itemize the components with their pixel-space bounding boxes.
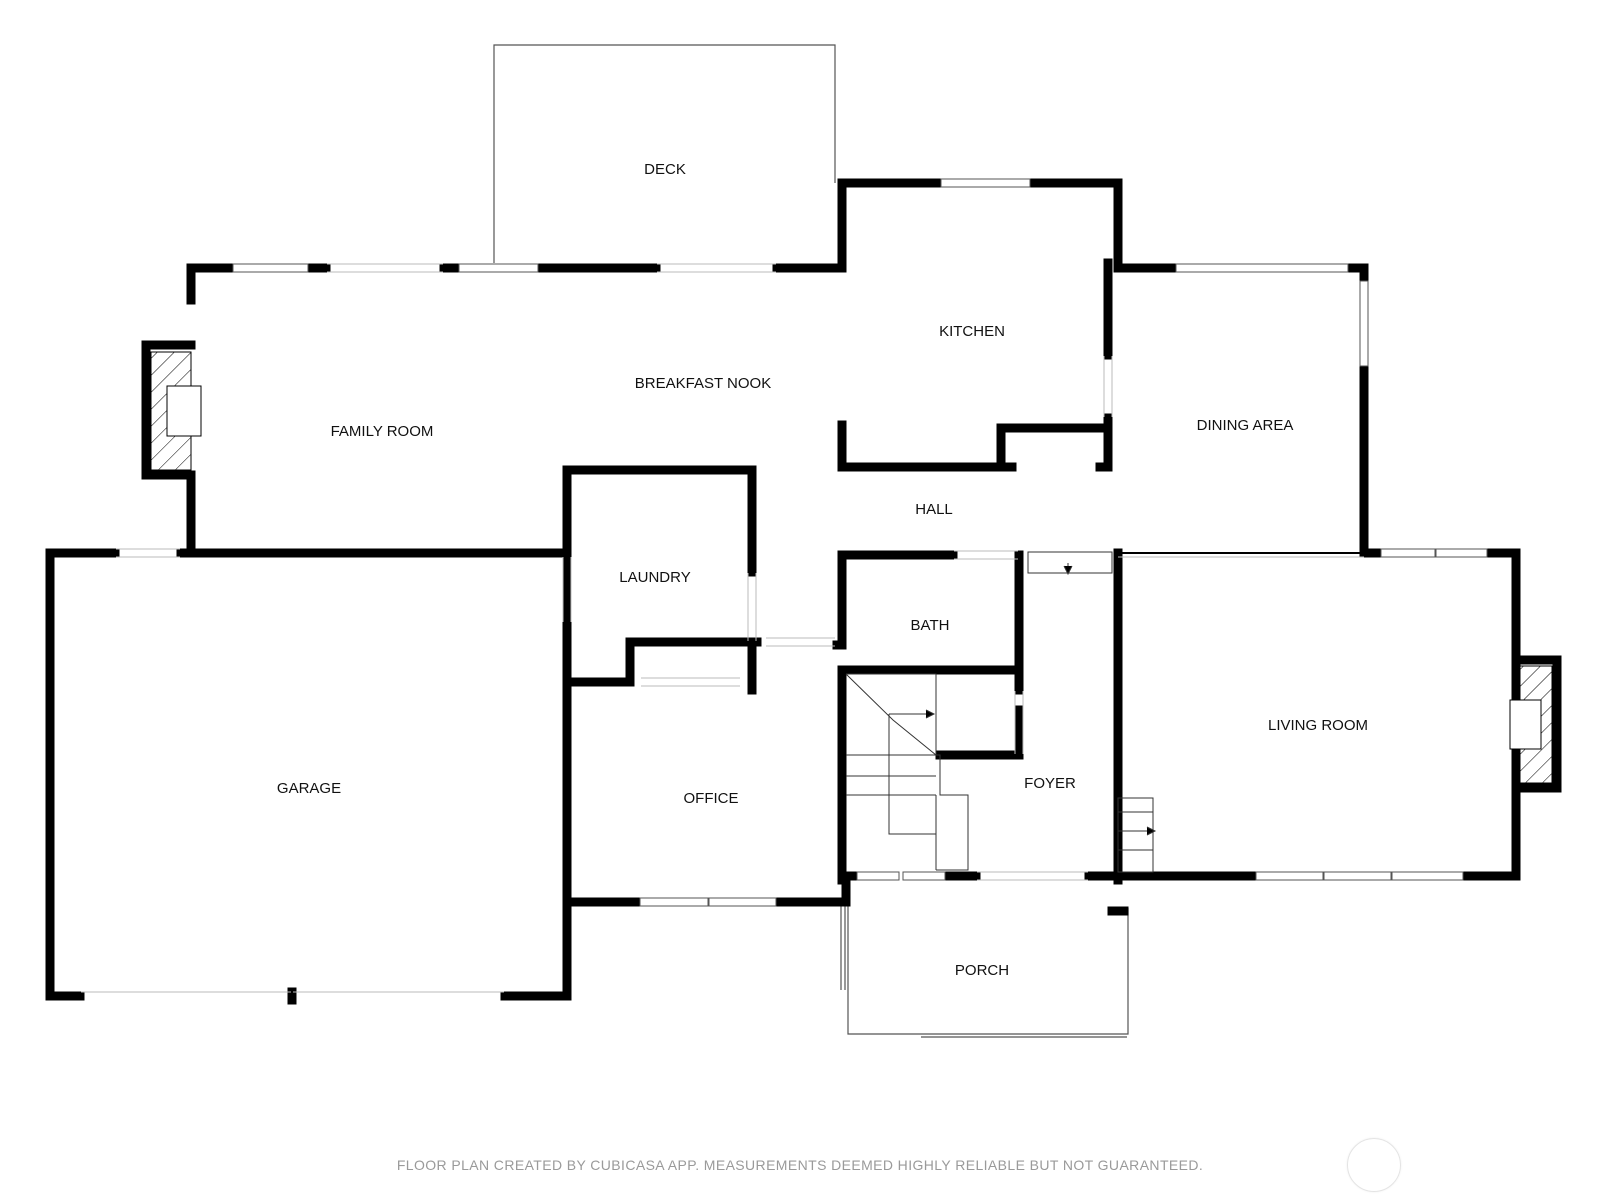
stairs <box>845 673 969 871</box>
room-label-laundry: LAUNDRY <box>619 569 690 586</box>
windows <box>232 178 1488 907</box>
room-label-porch: PORCH <box>955 962 1009 979</box>
openings <box>81 263 1364 993</box>
entry-steps <box>1027 551 1157 873</box>
room-label-bath: BATH <box>911 617 950 634</box>
room-label-hall: HALL <box>915 501 953 518</box>
room-label-deck: DECK <box>644 161 686 178</box>
disclaimer-text: FLOOR PLAN CREATED BY CUBICASA APP. MEAS… <box>396 1157 1204 1173</box>
room-label-office: OFFICE <box>684 790 739 807</box>
room-label-breakfast-nook: BREAKFAST NOOK <box>635 375 771 392</box>
deck-outline <box>493 44 836 263</box>
fireplace-left <box>150 351 202 471</box>
room-label-family-room: FAMILY ROOM <box>331 423 434 440</box>
room-label-kitchen: KITCHEN <box>939 323 1005 340</box>
porch-outline <box>840 883 1129 1038</box>
room-label-living-room: LIVING ROOM <box>1268 717 1368 734</box>
compass-icon <box>1347 1138 1401 1192</box>
fireplace-right <box>1509 665 1553 784</box>
room-label-dining-area: DINING AREA <box>1197 417 1294 434</box>
room-label-foyer: FOYER <box>1024 775 1076 792</box>
room-label-garage: GARAGE <box>277 780 341 797</box>
